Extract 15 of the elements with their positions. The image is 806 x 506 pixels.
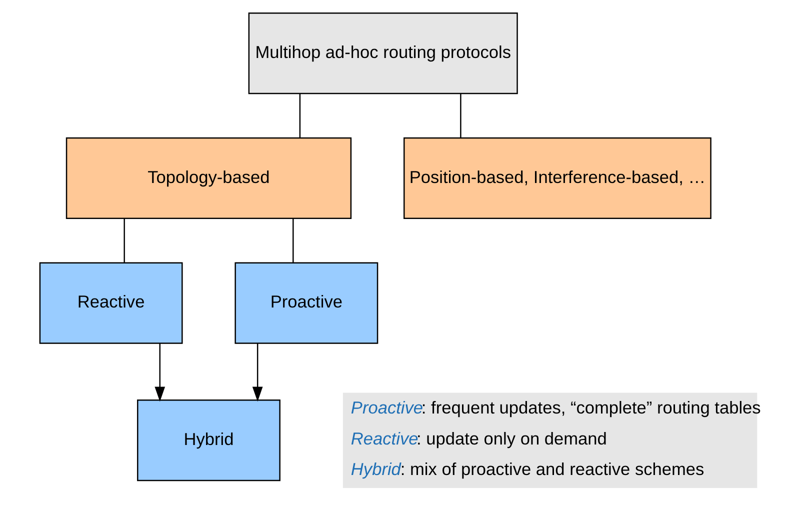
node-box: Reactive	[38, 262, 182, 344]
connector	[298, 94, 300, 138]
node-box: Topology-based	[65, 137, 352, 219]
connector	[292, 218, 294, 263]
node-box: Hybrid	[136, 400, 280, 482]
node-box: Proactive	[234, 262, 378, 344]
label: Hybrid: mix of proactive and reactive schemes	[350, 459, 704, 480]
arrow	[154, 344, 165, 402]
connector	[460, 94, 461, 138]
node-box: Multihop ad-hoc routing protocols	[248, 12, 518, 94]
label: Proactive: frequent updates, “complete” routing tables	[350, 397, 760, 418]
connector	[123, 218, 124, 263]
label: Reactive: update only on demand	[350, 428, 606, 448]
node-box: Position-based, Interference-based, …	[403, 137, 711, 219]
arrow	[252, 344, 262, 402]
